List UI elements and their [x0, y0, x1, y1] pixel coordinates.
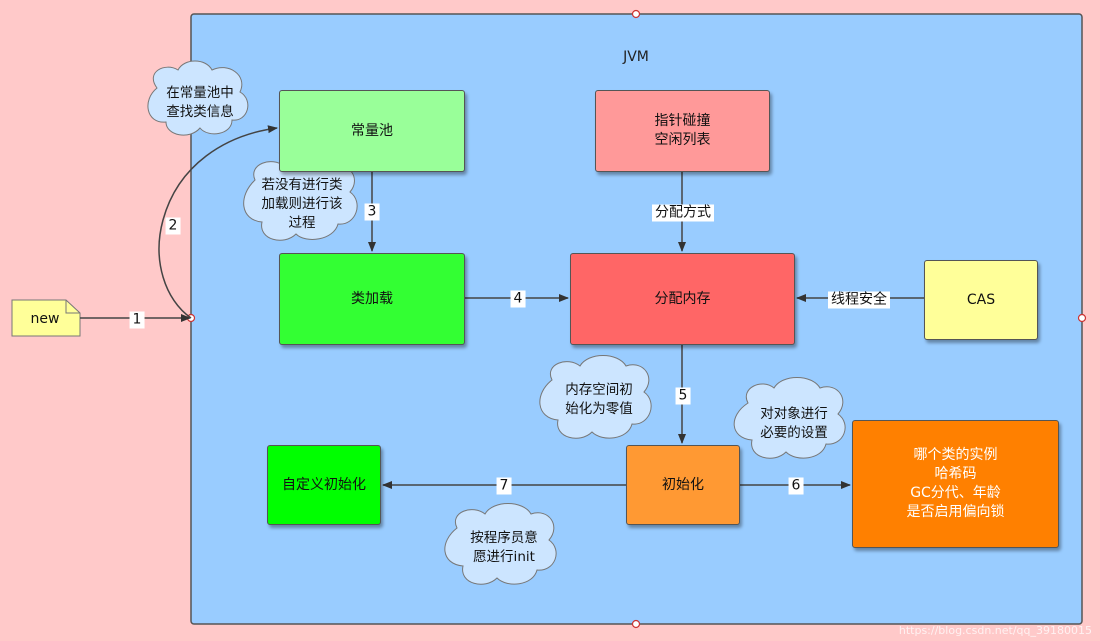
edge-label-thread-safety: 线程安全: [828, 291, 890, 309]
panel-handle-top[interactable]: [631, 9, 641, 19]
cloud-zero-init: [539, 355, 652, 439]
custom-init-box[interactable]: 自定义初始化: [267, 445, 381, 525]
edge-label-4: 4: [510, 290, 526, 308]
edge-label-1: 1: [129, 311, 145, 329]
cloud-programmer-init: [444, 503, 557, 585]
edge-2: [158, 125, 278, 319]
new-note-label: new: [30, 311, 60, 327]
cloud-programmer-init-text: 按程序员意 愿进行init: [470, 530, 538, 565]
pointer-methods-box[interactable]: 指针碰撞 空闲列表: [595, 90, 770, 172]
edge-label-7: 7: [496, 477, 512, 495]
cloud-find-class-info: [147, 60, 249, 136]
initialize-box[interactable]: 初始化: [626, 445, 740, 525]
panel-handle-right[interactable]: [1077, 313, 1087, 323]
jvm-title: JVM: [623, 49, 649, 65]
new-note-fold: [65, 300, 80, 314]
edge-label-3: 3: [364, 203, 380, 221]
edge-label-allocation-mode: 分配方式: [652, 204, 714, 222]
new-note-shape: [11, 299, 81, 337]
cloud-load-if-needed-text: 若没有进行类 加载则进行该 过程: [261, 176, 343, 231]
watermark: https://blog.csdn.net/qq_39180015: [898, 624, 1092, 637]
edge-label-6: 6: [788, 477, 804, 495]
edge-label-5: 5: [675, 387, 691, 405]
class-loading-box[interactable]: 类加载: [279, 253, 465, 345]
object-header-box[interactable]: 哪个类的实例 哈希码 GC分代、年龄 是否启用偏向锁: [852, 420, 1059, 548]
cas-box[interactable]: CAS: [924, 260, 1038, 340]
cloud-object-settings: [733, 377, 846, 459]
panel-handle-bottom[interactable]: [631, 619, 641, 629]
edge-label-2: 2: [165, 217, 181, 235]
allocate-memory-box[interactable]: 分配内存: [570, 253, 795, 345]
cloud-object-settings-text: 对对象进行 必要的设置: [760, 406, 828, 441]
cloud-find-class-info-text: 在常量池中 查找类信息: [166, 85, 234, 120]
constant-pool-box[interactable]: 常量池: [279, 90, 465, 172]
cloud-zero-init-text: 内存空间初 始化为零值: [565, 382, 633, 417]
